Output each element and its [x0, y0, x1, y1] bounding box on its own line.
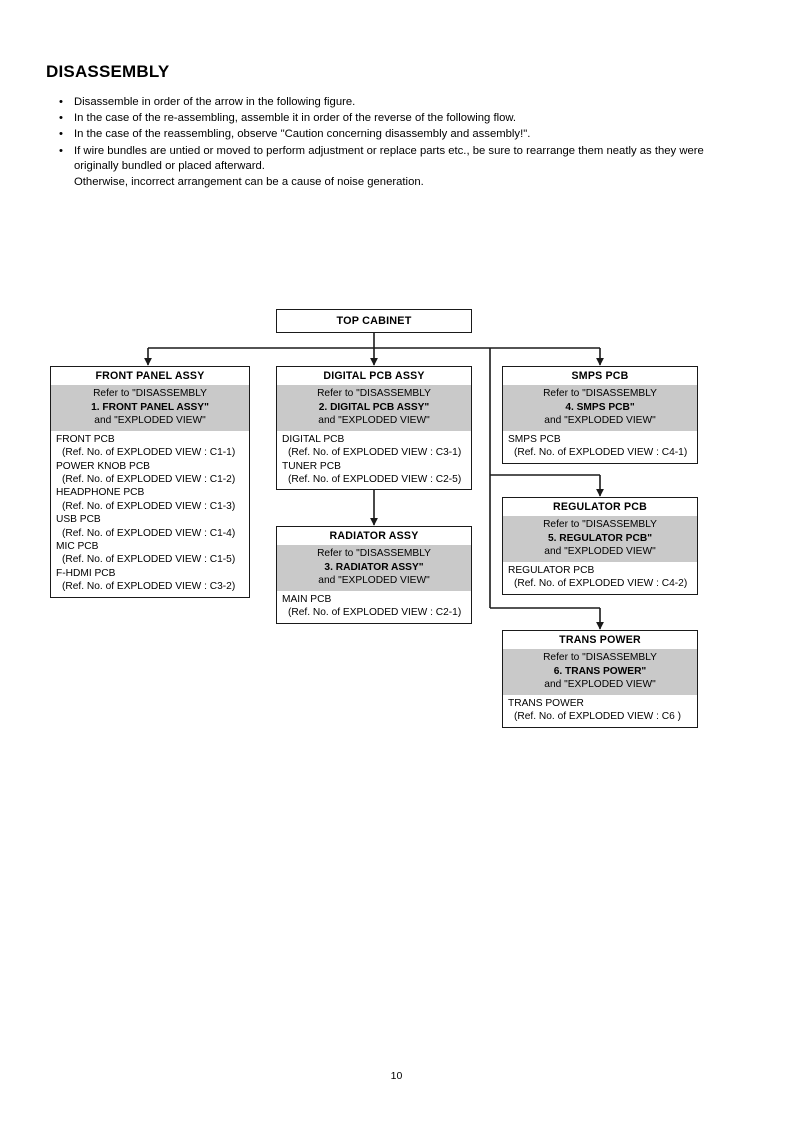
part-ref: (Ref. No. of EXPLODED VIEW : C1-3) [62, 500, 236, 512]
part-ref: (Ref. No. of EXPLODED VIEW : C1-5) [62, 554, 236, 566]
intro-trailing-note: Otherwise, incorrect arrangement can be … [74, 176, 424, 189]
intro-bullet-text: Disassemble in order of the arrow in the… [74, 96, 356, 108]
part-name: TUNER PCB [282, 460, 341, 472]
node-title: TRANS POWER [503, 631, 697, 649]
part-name: TRANS POWER [508, 697, 584, 709]
refer-line-1: Refer to "DISASSEMBLY [93, 388, 207, 399]
node-parts-list: DIGITAL PCB (Ref. No. of EXPLODED VIEW :… [277, 430, 471, 490]
intro-bullet-item: • If wire bundles are untied or moved to… [56, 144, 716, 174]
intro-bullet-text: If wire bundles are untied or moved to p… [74, 144, 704, 172]
part-ref: (Ref. No. of EXPLODED VIEW : C1-1) [62, 447, 236, 459]
node-parts-list: SMPS PCB (Ref. No. of EXPLODED VIEW : C4… [503, 430, 697, 463]
part-name: HEADPHONE PCB [56, 487, 145, 499]
node-refer-band: Refer to "DISASSEMBLY 4. SMPS PCB" and "… [503, 385, 697, 431]
refer-line-2: 6. TRANS POWER" [553, 665, 647, 677]
refer-line-1: Refer to "DISASSEMBLY [317, 388, 431, 399]
part-name: SMPS PCB [508, 433, 561, 445]
node-title: REGULATOR PCB [503, 498, 697, 516]
page-number: 10 [390, 1070, 403, 1082]
refer-line-3: and "EXPLODED VIEW" [318, 415, 430, 427]
flow-node-smps-pcb[interactable]: SMPS PCB Refer to "DISASSEMBLY 4. SMPS P… [502, 366, 698, 464]
part-ref: (Ref. No. of EXPLODED VIEW : C2-5) [288, 474, 462, 485]
part-ref: (Ref. No. of EXPLODED VIEW : C1-4) [62, 527, 236, 539]
bullet-glyph: • [59, 96, 63, 108]
node-parts-list: FRONT PCB (Ref. No. of EXPLODED VIEW : C… [51, 430, 249, 597]
intro-bullet-list: • Disassemble in order of the arrow in t… [56, 95, 716, 190]
node-title: DIGITAL PCB ASSY [277, 367, 471, 385]
part-name: FRONT PCB [56, 433, 115, 445]
flow-node-front-panel-assy[interactable]: FRONT PANEL ASSY Refer to "DISASSEMBLY 1… [50, 366, 250, 598]
node-refer-band: Refer to "DISASSEMBLY 1. FRONT PANEL ASS… [51, 385, 249, 431]
refer-line-1: Refer to "DISASSEMBLY [543, 652, 657, 663]
bullet-glyph: • [59, 128, 63, 141]
refer-line-1: Refer to "DISASSEMBLY [543, 519, 657, 530]
refer-line-3: and "EXPLODED VIEW" [318, 575, 430, 587]
intro-bullet-item: • Disassemble in order of the arrow in t… [56, 95, 716, 110]
intro-bullet-item: • In the case of the reassembling, obser… [56, 127, 716, 142]
node-title: TOP CABINET [277, 310, 471, 332]
part-ref: (Ref. No. of EXPLODED VIEW : C4-2) [514, 578, 688, 590]
refer-line-3: and "EXPLODED VIEW" [544, 415, 656, 427]
flow-node-trans-power[interactable]: TRANS POWER Refer to "DISASSEMBLY 6. TRA… [502, 630, 698, 728]
part-name: POWER KNOB PCB [56, 460, 150, 472]
refer-line-1: Refer to "DISASSEMBLY [543, 388, 657, 399]
node-refer-band: Refer to "DISASSEMBLY 6. TRANS POWER" an… [503, 649, 697, 695]
flow-node-digital-pcb-assy[interactable]: DIGITAL PCB ASSY Refer to "DISASSEMBLY 2… [276, 366, 472, 491]
refer-line-1: Refer to "DISASSEMBLY [317, 548, 431, 559]
node-title: RADIATOR ASSY [277, 527, 471, 545]
part-name: USB PCB [56, 514, 101, 526]
intro-bullet-text: In the case of the re-assembling, assemb… [74, 112, 517, 125]
refer-line-2: 4. SMPS PCB" [565, 401, 635, 413]
node-parts-list: MAIN PCB (Ref. No. of EXPLODED VIEW : C2… [277, 590, 471, 623]
bullet-glyph: • [59, 112, 63, 125]
part-ref: (Ref. No. of EXPLODED VIEW : C4-1) [514, 447, 688, 459]
intro-bullet-item: • In the case of the re-assembling, asse… [56, 111, 716, 126]
node-parts-list: REGULATOR PCB (Ref. No. of EXPLODED VIEW… [503, 561, 697, 594]
flow-node-top-cabinet[interactable]: TOP CABINET [276, 309, 472, 333]
part-name: MAIN PCB [282, 593, 332, 605]
part-name: REGULATOR PCB [508, 564, 595, 576]
bullet-glyph: • [59, 144, 63, 157]
refer-line-2: 1. FRONT PANEL ASSY" [91, 401, 209, 413]
refer-line-3: and "EXPLODED VIEW" [544, 679, 656, 691]
part-ref: (Ref. No. of EXPLODED VIEW : C3-1) [288, 447, 462, 459]
refer-line-3: and "EXPLODED VIEW" [544, 546, 656, 558]
node-parts-list: TRANS POWER (Ref. No. of EXPLODED VIEW :… [503, 694, 697, 727]
refer-line-2: 2. DIGITAL PCB ASSY" [318, 401, 430, 413]
part-ref: (Ref. No. of EXPLODED VIEW : C3-2) [62, 581, 236, 593]
node-refer-band: Refer to "DISASSEMBLY 2. DIGITAL PCB ASS… [277, 385, 471, 431]
node-title: FRONT PANEL ASSY [51, 367, 249, 385]
flow-node-regulator-pcb[interactable]: REGULATOR PCB Refer to "DISASSEMBLY 5. R… [502, 497, 698, 595]
intro-bullet-text: In the case of the reassembling, observe… [74, 128, 531, 141]
page-title: DISASSEMBLY [46, 62, 170, 81]
node-title: SMPS PCB [503, 367, 697, 385]
part-name: MIC PCB [56, 541, 99, 553]
part-ref: (Ref. No. of EXPLODED VIEW : C1-2) [62, 474, 236, 485]
part-ref: (Ref. No. of EXPLODED VIEW : C6 ) [514, 711, 682, 723]
refer-line-2: 5. REGULATOR PCB" [547, 532, 653, 544]
node-refer-band: Refer to "DISASSEMBLY 3. RADIATOR ASSY" … [277, 545, 471, 591]
flow-node-radiator-assy[interactable]: RADIATOR ASSY Refer to "DISASSEMBLY 3. R… [276, 526, 472, 624]
refer-line-2: 3. RADIATOR ASSY" [324, 561, 424, 573]
node-refer-band: Refer to "DISASSEMBLY 5. REGULATOR PCB" … [503, 516, 697, 562]
part-name: DIGITAL PCB [282, 433, 345, 445]
part-name: F-HDMI PCB [56, 567, 116, 579]
refer-line-3: and "EXPLODED VIEW" [94, 415, 206, 427]
part-ref: (Ref. No. of EXPLODED VIEW : C2-1) [288, 607, 462, 619]
